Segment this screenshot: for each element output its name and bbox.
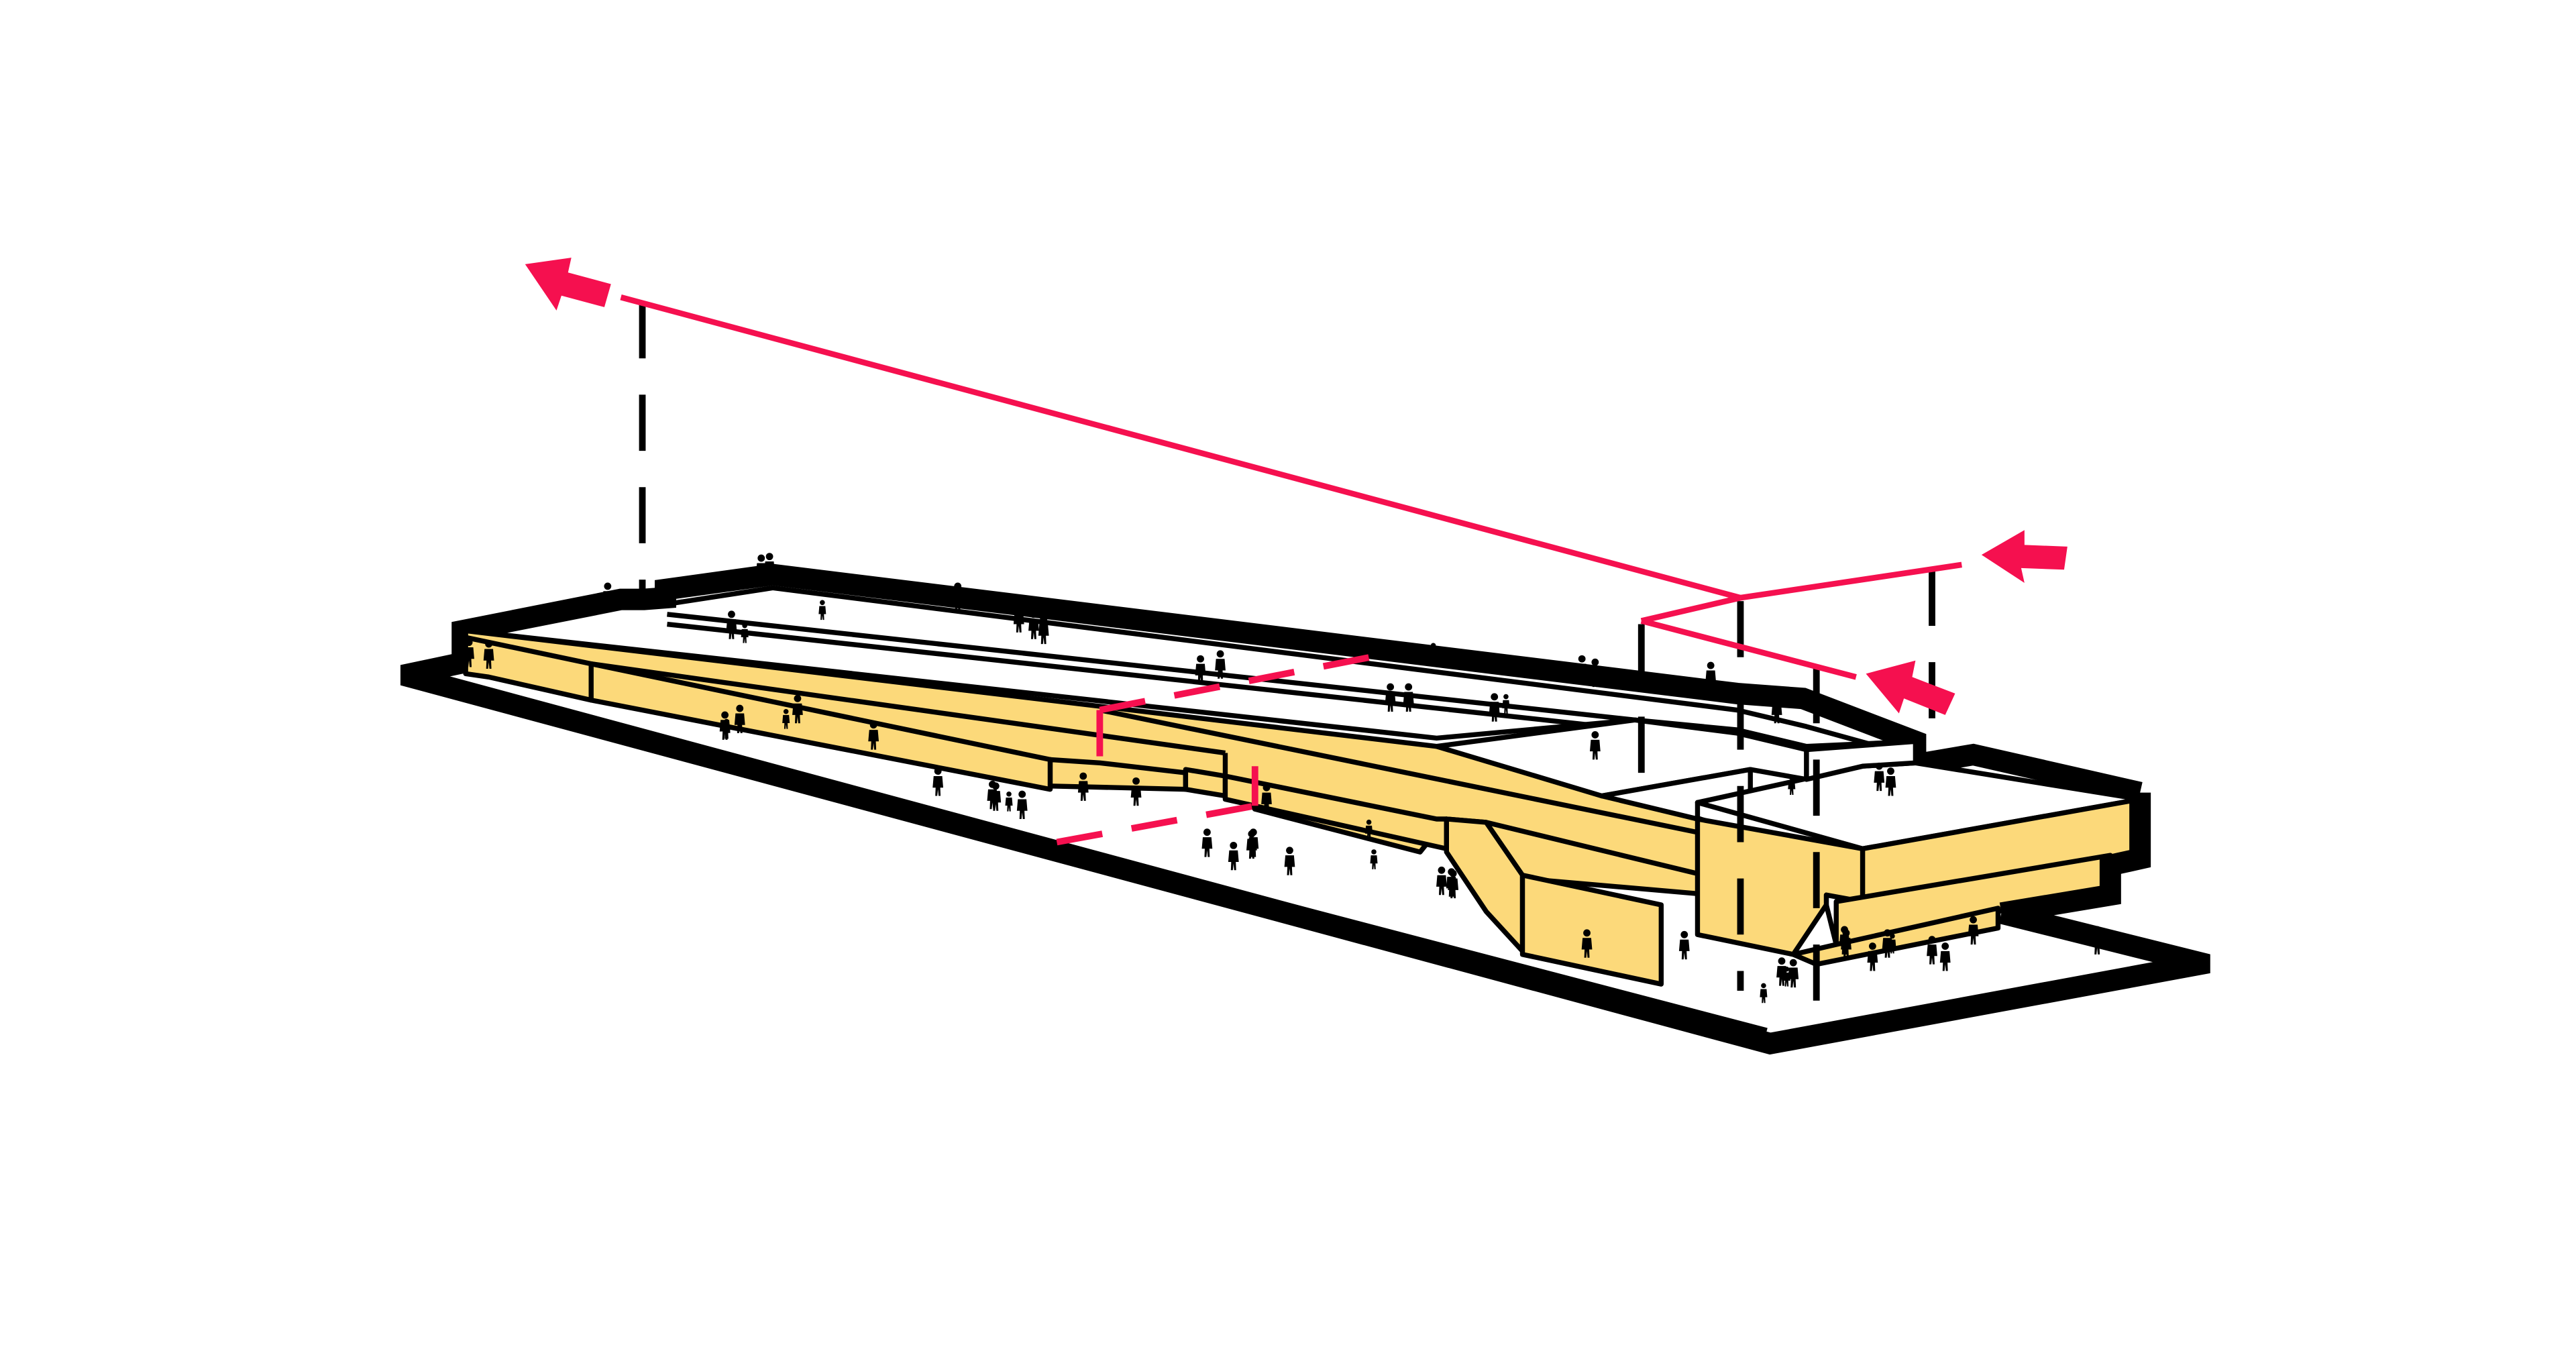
vertical-guides	[639, 302, 1935, 1011]
person-icon	[782, 708, 790, 729]
person-icon	[1246, 830, 1257, 859]
person-icon	[1370, 849, 1378, 869]
person-icon	[1760, 983, 1768, 1003]
wind-arrows	[525, 258, 2068, 715]
person-icon	[792, 694, 803, 724]
person-icon	[1502, 694, 1510, 714]
person-icon	[1215, 650, 1226, 679]
person-icon	[1228, 841, 1239, 871]
right-block-edge	[1823, 904, 1839, 945]
person-icon	[1867, 942, 1878, 971]
person-icon	[952, 582, 963, 611]
wind-line-upper	[1739, 561, 1962, 601]
person-icon	[755, 554, 767, 583]
person-icon	[1489, 693, 1500, 722]
person-icon	[1016, 790, 1028, 819]
wind-dash-upper	[1099, 651, 1388, 714]
person-icon	[1788, 959, 1799, 988]
person-icon	[1130, 777, 1142, 806]
person-icon	[987, 780, 998, 810]
person-icon	[1576, 655, 1588, 684]
person-icon	[818, 600, 826, 620]
person-icon	[1013, 604, 1024, 633]
person-icon	[1705, 661, 1717, 690]
person-icon	[764, 553, 775, 582]
person-icon	[2092, 926, 2103, 955]
wind-line-lower	[1640, 618, 1857, 680]
person-icon	[1448, 869, 1459, 899]
person-icon	[1885, 767, 1896, 796]
wind-line-long	[620, 294, 1741, 601]
right-block-outline	[1999, 792, 2151, 924]
person-icon	[722, 718, 731, 739]
terrace-block-4	[1804, 739, 1919, 782]
person-icon	[1261, 783, 1272, 813]
person-icon	[464, 639, 474, 667]
wind-line-mid	[1640, 594, 1741, 624]
person-icon	[1771, 694, 1782, 724]
person-icon	[1284, 847, 1295, 875]
person-icon	[1365, 819, 1373, 840]
person-icon	[1403, 683, 1414, 712]
roof-terrace	[1434, 717, 2143, 851]
ramp-step-2	[1183, 767, 1228, 799]
person-icon	[1939, 942, 1951, 971]
person-icon	[1874, 762, 1885, 792]
person-icon	[1589, 731, 1601, 760]
person-icon	[1581, 929, 1593, 958]
wind-lines	[620, 294, 1962, 846]
ramp-edge-1	[590, 661, 1226, 756]
person-icon	[932, 767, 944, 796]
person-icon	[1782, 966, 1790, 987]
person-icon	[1589, 658, 1601, 688]
person-icon	[1195, 655, 1206, 684]
person-icon	[1077, 772, 1089, 801]
person-icon	[1028, 610, 1039, 639]
wind-arrow-icon	[1981, 530, 2068, 583]
wind-arrow-icon	[1866, 660, 1955, 715]
person-icon	[1436, 866, 1447, 895]
wind-dash-lower	[1056, 802, 1256, 846]
long-ramp-building	[463, 628, 1829, 987]
person-icon	[726, 610, 737, 639]
person-icon	[734, 704, 745, 733]
person-icon	[602, 582, 613, 611]
person-icon	[741, 622, 749, 643]
roof-walkway-line-1	[667, 612, 1635, 722]
people-figures	[464, 553, 2103, 1003]
person-icon	[1788, 775, 1796, 796]
person-icon	[1005, 792, 1013, 812]
person-icon	[1968, 916, 1979, 945]
person-icon	[1385, 683, 1396, 712]
ground-inner-edge	[422, 676, 1768, 1033]
person-icon	[1776, 957, 1787, 986]
roof-walkway-line-2	[667, 621, 1635, 732]
person-icon	[1430, 643, 1438, 663]
ground-outline	[400, 651, 2210, 1055]
ramp-wall-lower-left	[588, 661, 1053, 792]
person-icon	[1678, 930, 1690, 960]
person-icon	[1201, 828, 1213, 857]
person-icon	[1841, 929, 1851, 958]
person-icon	[868, 721, 879, 750]
person-icon	[483, 640, 494, 669]
person-icon	[1038, 615, 1049, 645]
person-icon	[1882, 929, 1893, 958]
ramp-wall-lowest	[1519, 873, 1664, 987]
person-icon	[1927, 936, 1937, 965]
roof-top-fill	[462, 574, 2141, 900]
wind-arrow-icon	[525, 258, 611, 311]
